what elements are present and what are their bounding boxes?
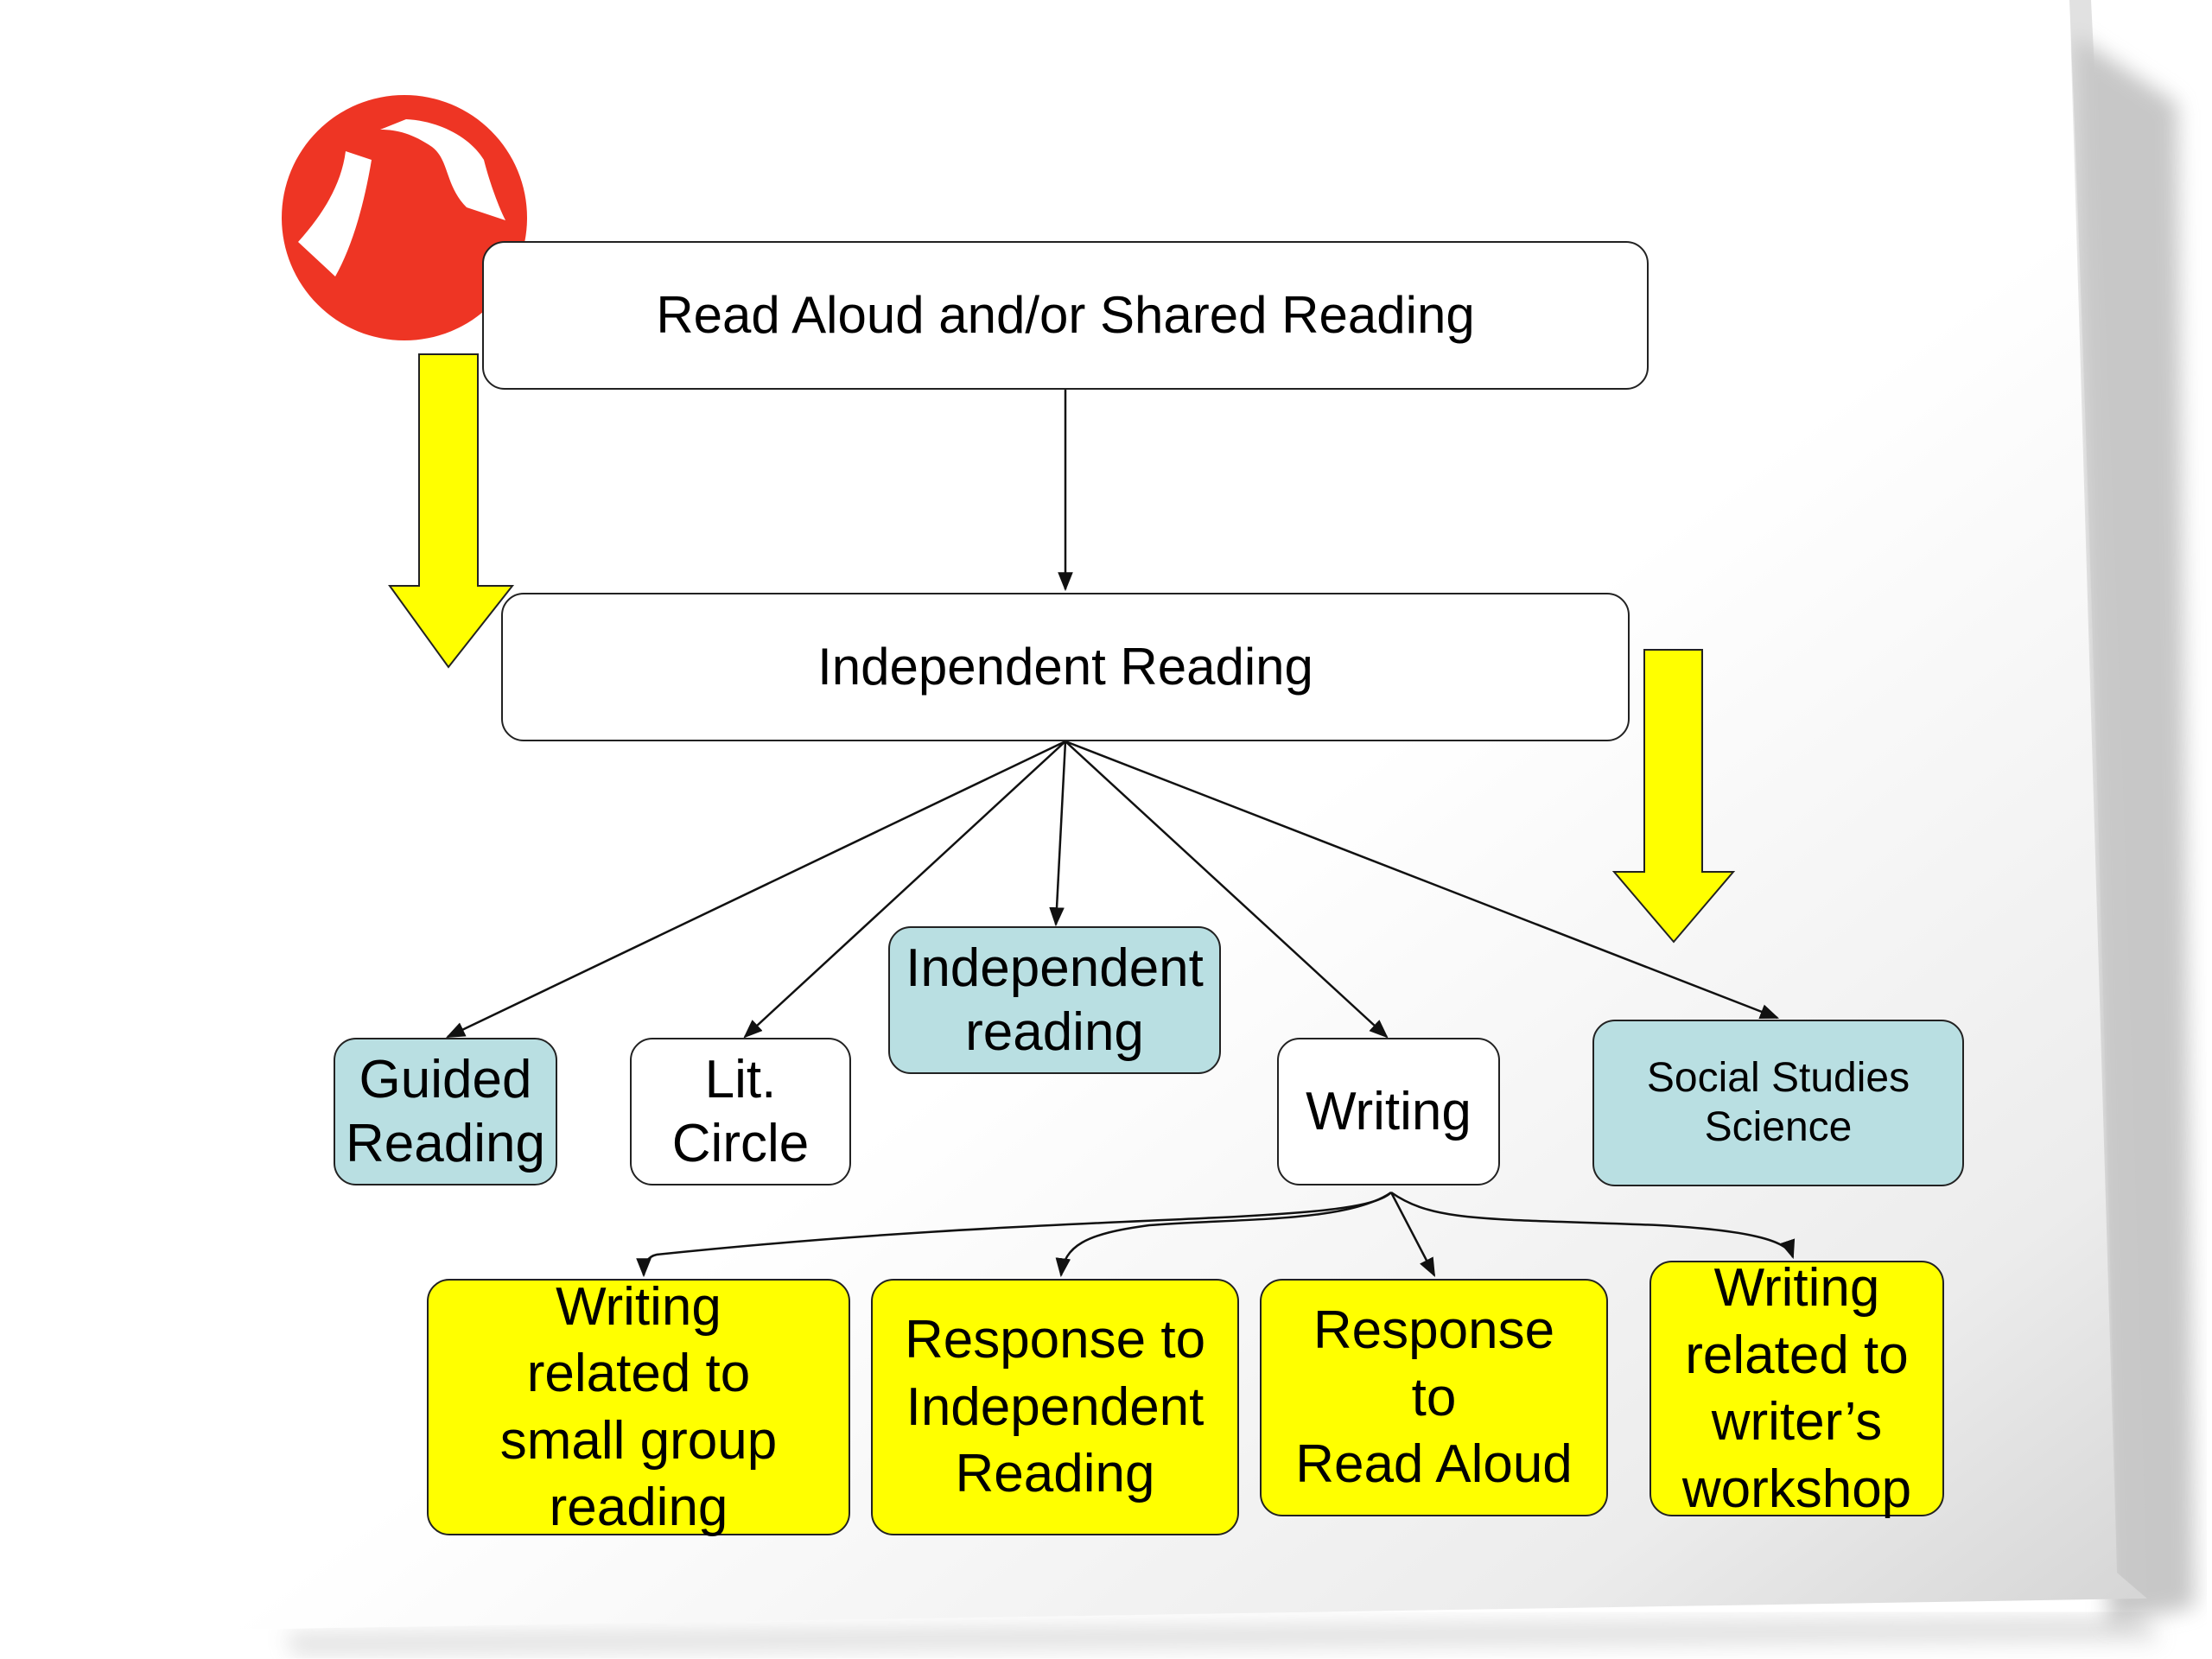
yellow-arrow-right-icon <box>1611 649 1736 944</box>
node-label: Writing <box>1306 1081 1471 1141</box>
node-read-aloud-shared-reading[interactable]: Read Aloud and/or Shared Reading <box>482 241 1649 390</box>
connector-to-social-studies <box>1065 740 1780 1020</box>
connector-to-independent-reading-small <box>1049 741 1067 927</box>
connector-to-writing <box>1065 741 1389 1039</box>
node-label: Social Studies Science <box>1646 1054 1910 1150</box>
node-label: Writing related to writer’s workshop <box>1681 1258 1912 1519</box>
node-independent-reading-top[interactable]: Independent Reading <box>501 593 1630 741</box>
connector-writing-to-small-group <box>636 1192 1392 1278</box>
node-label: Writing related to small group reading <box>499 1276 778 1538</box>
connector-to-lit-circle <box>743 741 1066 1039</box>
connector-writing-to-response-independent <box>1055 1191 1392 1278</box>
node-writing-small-group[interactable]: Writing related to small group reading <box>427 1277 850 1537</box>
yellow-arrow-left-icon <box>388 353 515 669</box>
logo-left-wing <box>298 151 372 276</box>
node-writing-workshop[interactable]: Writing related to writer’s workshop <box>1649 1258 1944 1519</box>
logo-right-wing <box>380 119 505 220</box>
connector-writing-to-workshop <box>1390 1191 1796 1260</box>
node-label: Read Aloud and/or Shared Reading <box>656 285 1475 344</box>
node-label: Lit. Circle <box>671 1050 810 1173</box>
node-social-studies-science[interactable]: Social Studies Science <box>1592 1020 1964 1186</box>
node-writing[interactable]: Writing <box>1277 1038 1500 1185</box>
node-lit-circle[interactable]: Lit. Circle <box>630 1038 851 1185</box>
node-label: Independent Reading <box>817 637 1313 696</box>
node-label: Independent reading <box>906 938 1204 1062</box>
connector-to-guided-reading <box>446 740 1066 1039</box>
node-response-independent[interactable]: Response to Independent Reading <box>871 1279 1239 1535</box>
logo-icon <box>282 95 527 340</box>
node-guided-reading[interactable]: Guided Reading <box>334 1038 557 1185</box>
node-label: Guided Reading <box>346 1050 545 1173</box>
node-label: Response to Independent Reading <box>904 1310 1206 1504</box>
connector-writing-to-response-read-aloud <box>1389 1192 1436 1277</box>
node-label: Response to Read Aloud <box>1295 1300 1573 1495</box>
node-response-read-aloud[interactable]: Response to Read Aloud <box>1260 1279 1608 1516</box>
node-independent-reading-small[interactable]: Independent reading <box>888 926 1221 1074</box>
